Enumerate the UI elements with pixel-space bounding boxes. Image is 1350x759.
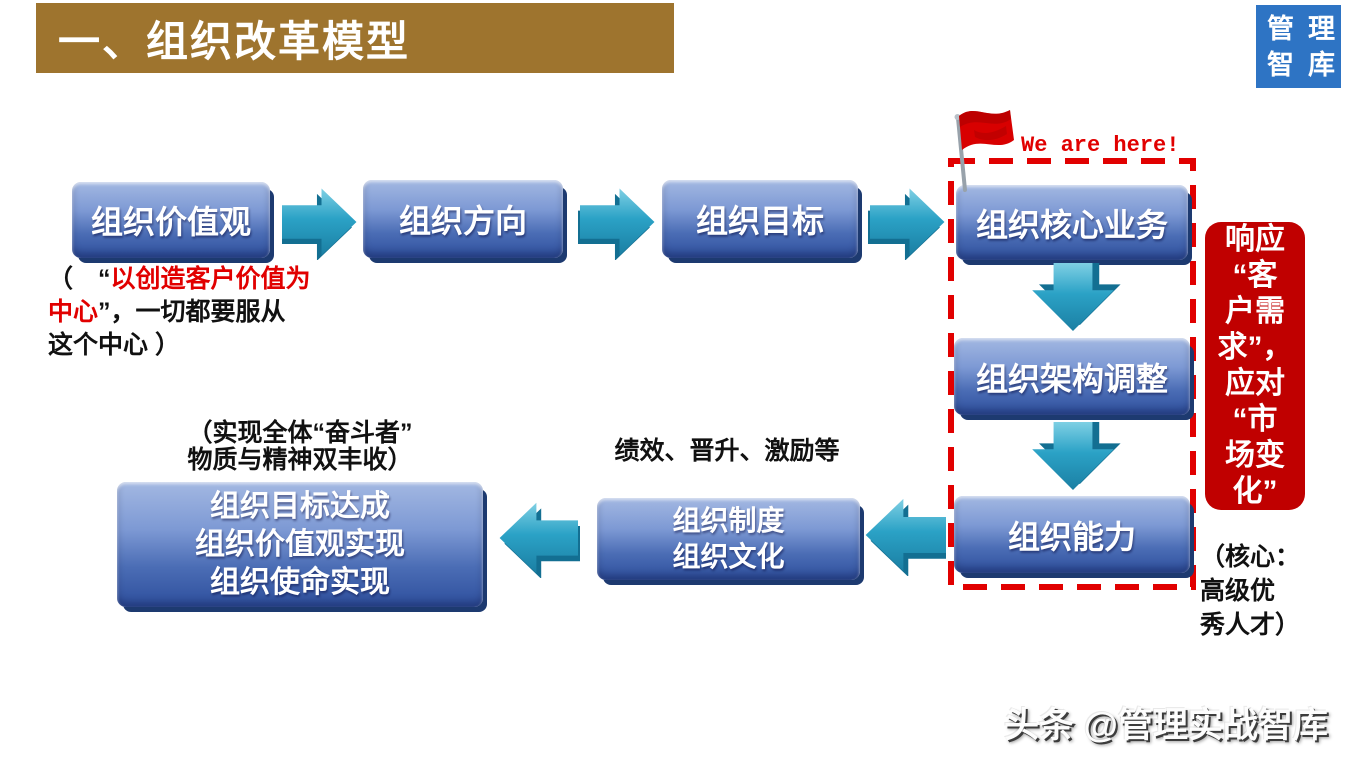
flow-box-direction-label: 组织方向 — [398, 203, 527, 239]
customer-value-note-l2-rest: ”，一切都要服从 — [98, 298, 286, 326]
arrow-left-icon — [499, 502, 580, 578]
core-talent-note: （核心： 高级优 秀人才） — [1200, 543, 1301, 639]
customer-value-note: （ “以创造客户价值为 中心”，一切都要服从 这个中心 ） — [48, 263, 328, 362]
arrow-down-icon — [1032, 263, 1121, 331]
flow-box-system-culture-label: 组织制度 组织文化 — [672, 505, 785, 572]
brand-logo-line1: 管理 — [1267, 13, 1341, 44]
flow-box-goal: 组织目标 — [662, 180, 858, 258]
customer-value-note-line2: 中心”，一切都要服从 — [48, 296, 328, 329]
red-flag-icon — [954, 110, 1014, 192]
flow-box-values: 组织价值观 — [72, 182, 270, 258]
customer-value-note-line3: 这个中心 ） — [48, 331, 180, 359]
arrow-right-icon — [868, 188, 945, 260]
arrow-right-icon — [282, 188, 357, 260]
flow-box-outcome-label: 组织目标达成 组织价值观实现 组织使命实现 — [195, 489, 405, 599]
brand-logo: 管理 智库 — [1256, 5, 1341, 88]
page-title: 一、组织改革模型 — [58, 17, 411, 65]
flow-box-system-culture: 组织制度 组织文化 — [597, 498, 860, 580]
flow-box-direction: 组织方向 — [363, 180, 563, 258]
flow-box-capability-label: 组织能力 — [1007, 518, 1136, 555]
flow-box-structure-adjust: 组织架构调整 — [954, 338, 1190, 415]
customer-value-note-line1: （ “以创造客户价值为 — [48, 263, 328, 296]
brand-logo-line2: 智库 — [1267, 49, 1341, 80]
watermark-text: 头条 @管理实战智库 — [1004, 706, 1328, 745]
flow-box-structure-adjust-label: 组织架构调整 — [975, 360, 1168, 397]
arrow-right-icon — [578, 188, 655, 260]
striver-benefit-note: （实现全体“奋斗者” 物质与精神双丰收） — [187, 419, 413, 474]
customer-value-note-l1-red: 以创造客户价值为 — [110, 265, 311, 293]
flow-box-goal-label: 组织目标 — [695, 203, 824, 239]
respond-market-callout: 响应 “客 户需 求”， 应对 “市 场变 化” — [1205, 222, 1305, 510]
customer-value-note-l1-prefix: （ “ — [48, 265, 111, 293]
flow-box-core-business-label: 组织核心业务 — [975, 206, 1168, 243]
flow-box-outcome: 组织目标达成 组织价值观实现 组织使命实现 — [117, 482, 483, 607]
arrow-down-icon — [1032, 422, 1121, 490]
flow-box-capability: 组织能力 — [954, 496, 1190, 573]
arrow-left-icon — [865, 498, 946, 576]
title-banner: 一、组织改革模型 — [36, 3, 674, 73]
flow-box-values-label: 组织价值观 — [90, 204, 251, 240]
emphasis-dashed-frame — [948, 158, 1196, 590]
flow-box-core-business: 组织核心业务 — [956, 185, 1188, 260]
customer-value-note-l2-red: 中心 — [48, 298, 99, 326]
we-are-here-label: We are here! — [1021, 133, 1180, 158]
hr-mechanism-note: 绩效、晋升、激励等 — [614, 437, 840, 465]
